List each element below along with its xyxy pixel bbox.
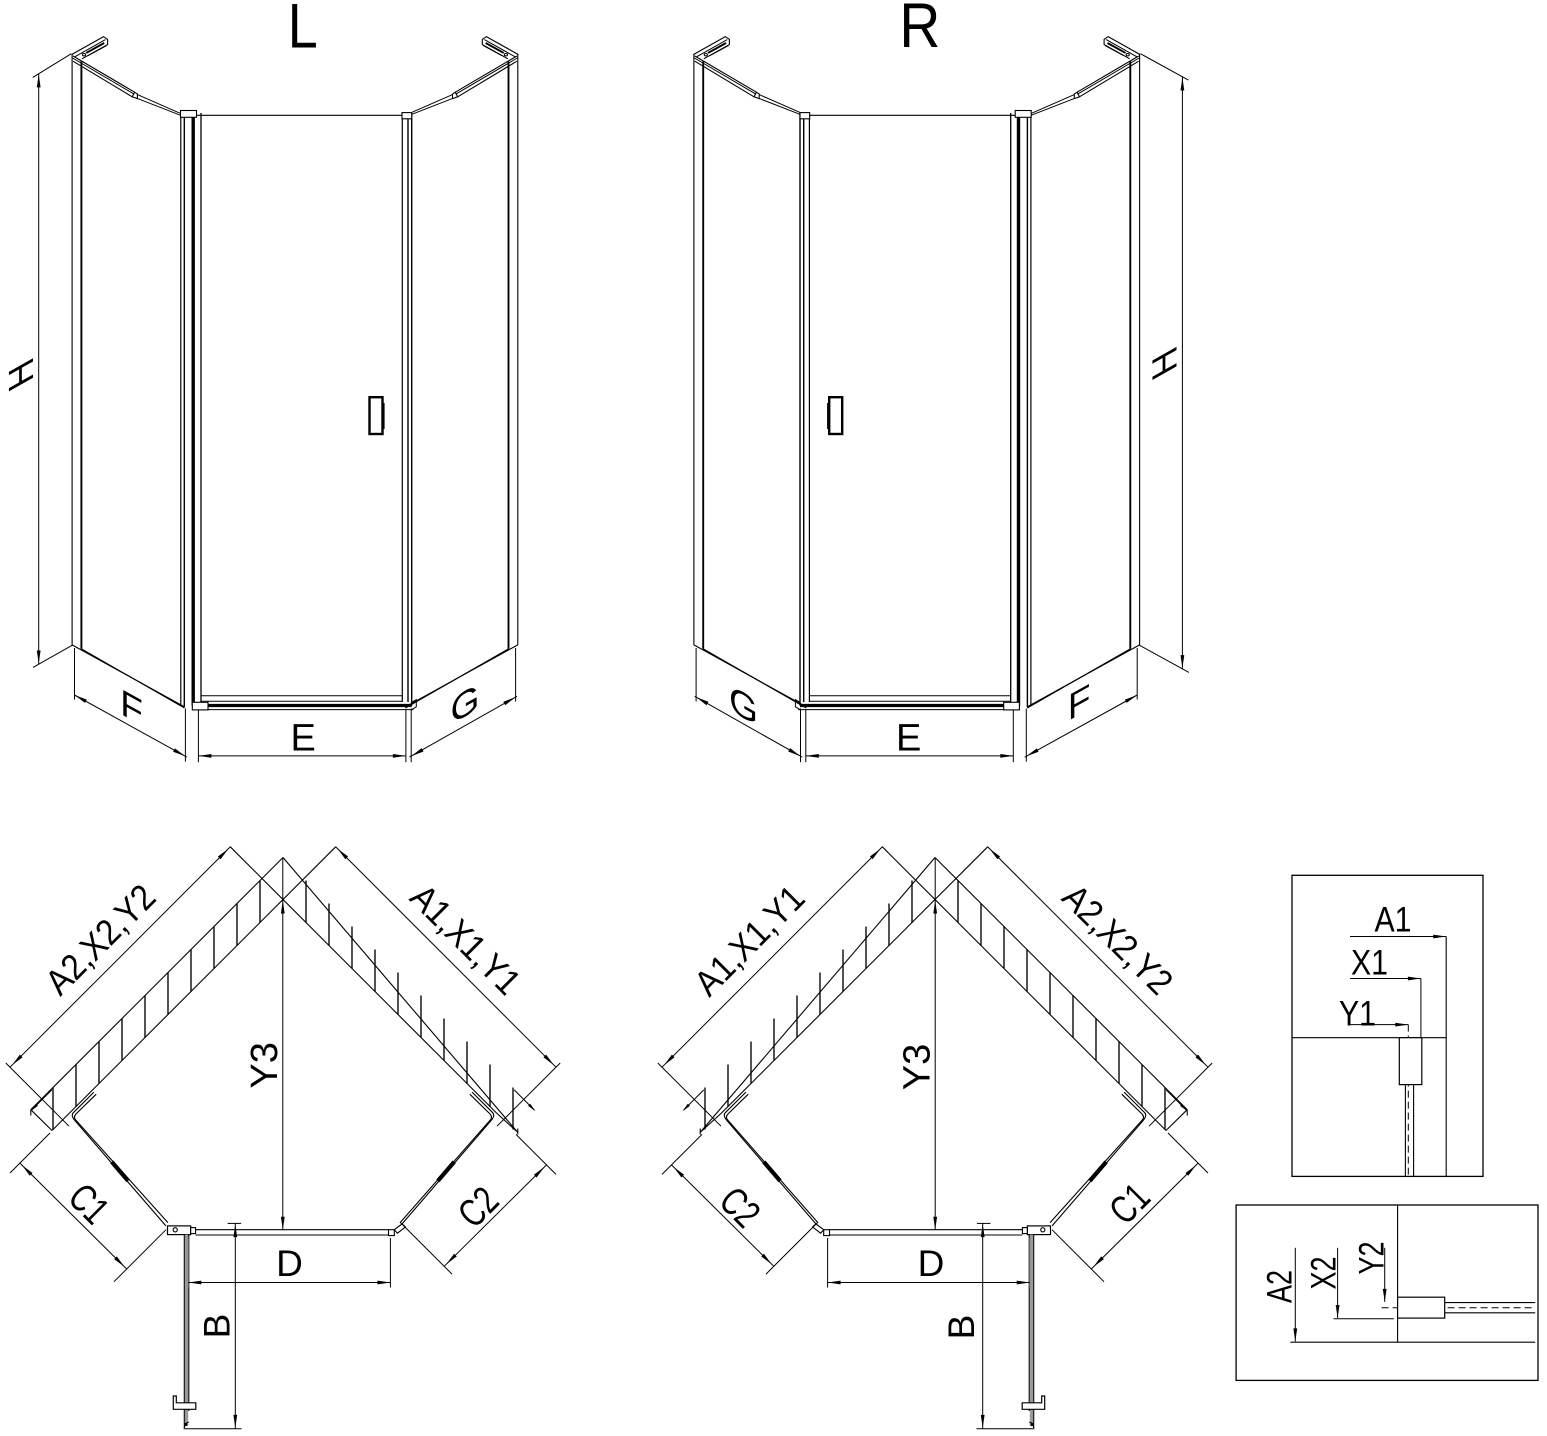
svg-text:A1: A1: [1375, 901, 1412, 940]
svg-text:F: F: [1068, 676, 1091, 729]
svg-text:E: E: [291, 718, 316, 760]
svg-text:D: D: [276, 1243, 303, 1284]
svg-text:Y1: Y1: [1339, 995, 1376, 1034]
svg-text:E: E: [896, 718, 921, 760]
svg-text:X1: X1: [1351, 944, 1388, 983]
svg-text:Y2: Y2: [1352, 1242, 1391, 1275]
svg-text:B: B: [196, 1314, 237, 1339]
svg-text:F: F: [120, 681, 143, 734]
svg-text:A2: A2: [1261, 1270, 1300, 1303]
svg-text:L: L: [288, 0, 318, 62]
svg-text:D: D: [918, 1243, 945, 1284]
svg-text:R: R: [899, 0, 940, 61]
svg-text:Y3: Y3: [244, 1042, 286, 1088]
svg-text:B: B: [941, 1315, 982, 1340]
svg-text:X2: X2: [1305, 1257, 1344, 1290]
svg-text:Y3: Y3: [897, 1044, 939, 1090]
